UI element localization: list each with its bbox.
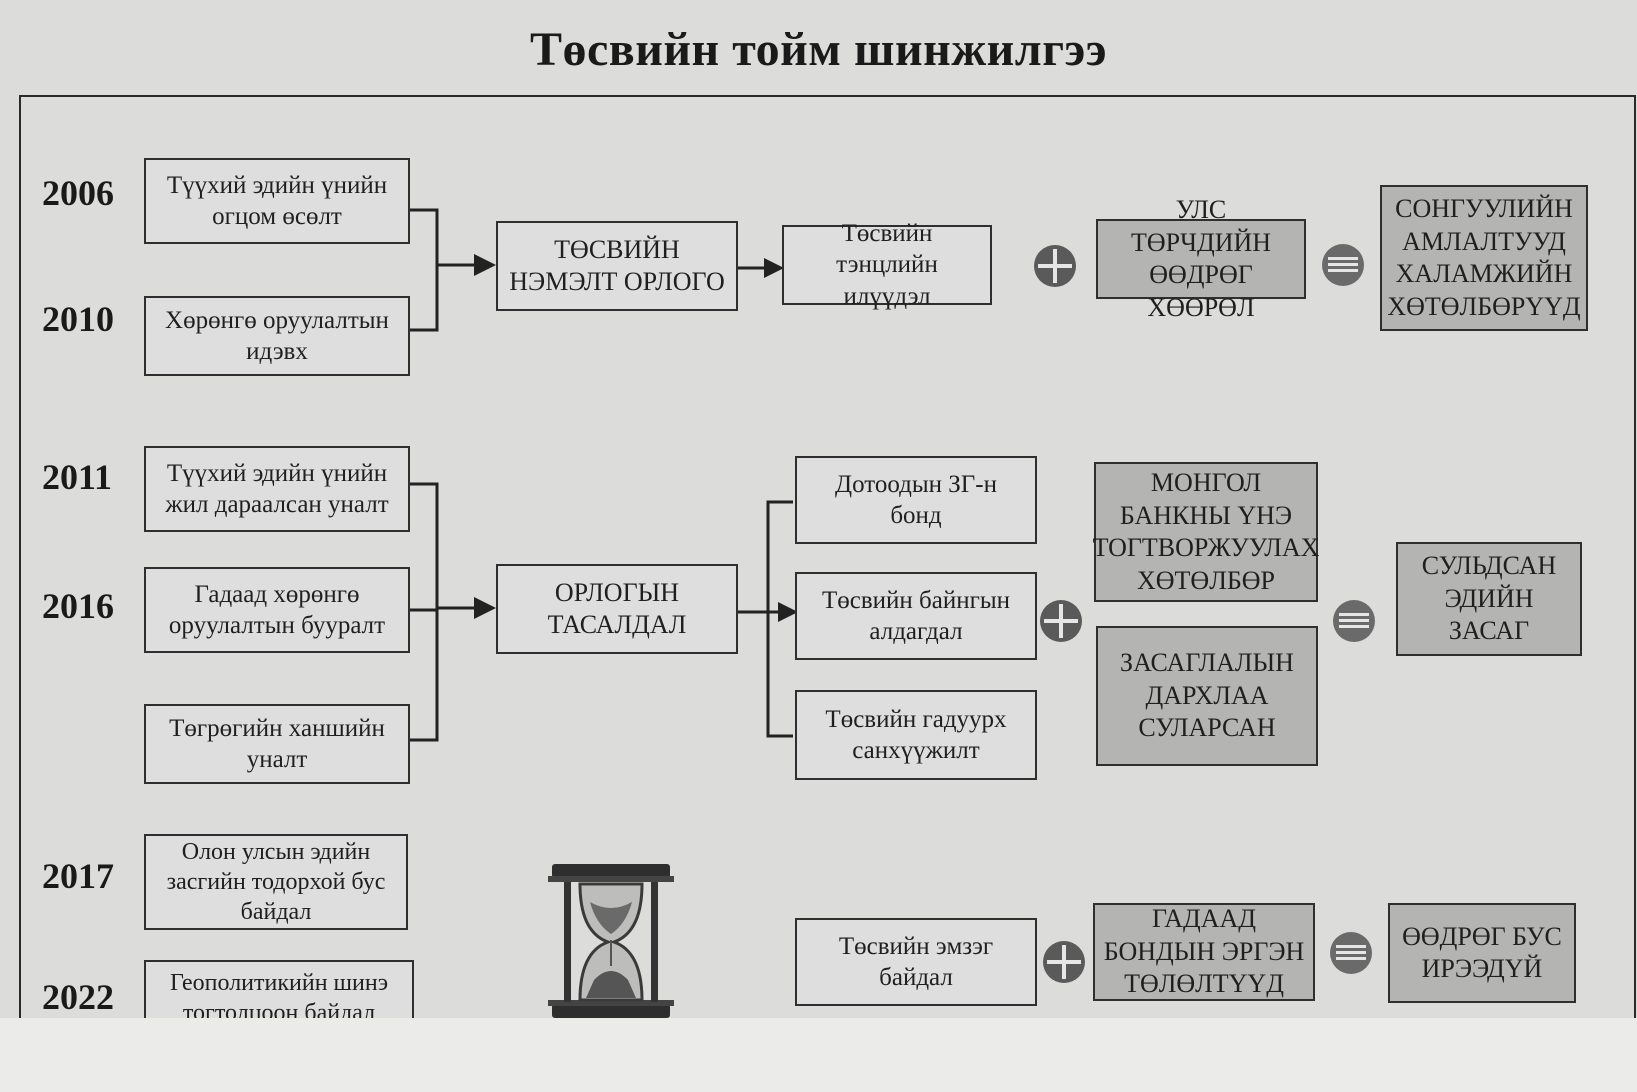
factor-box: Геополитикийн шинэ тогтолцоон байдал xyxy=(144,960,414,1018)
equals-icon xyxy=(1322,244,1364,286)
effect-box: Төсвийн байнгын алдагдал xyxy=(795,572,1037,660)
cause-box: УЛС ТӨРЧДИЙН ӨӨДРӨГ ХӨӨРӨЛ xyxy=(1096,195,1306,322)
equals-icon xyxy=(1333,600,1375,642)
effect-box: Төсвийн тэнцлийн илүүдэл xyxy=(782,220,992,310)
year-label: 2022 xyxy=(42,977,114,1017)
diagram-frame xyxy=(19,95,1636,1018)
effect-box: Төсвийн эмзэг байдал xyxy=(795,918,1037,1006)
page-margin xyxy=(0,1018,1637,1092)
result-box: СУЛЬДСАН ЭДИЙН ЗАСАГ xyxy=(1396,542,1582,656)
result-box: СОНГУУЛИЙН АМЛАЛТУУД ХАЛАМЖИЙН ХӨТӨЛБӨРҮ… xyxy=(1380,185,1588,331)
hourglass-icon xyxy=(548,864,674,1018)
year-label: 2016 xyxy=(42,586,114,626)
year-label: 2006 xyxy=(42,173,114,213)
factor-box: Түүхий эдийн үнийн жил дараалсан уналт xyxy=(144,446,410,532)
factor-box: Олон улсын эдийн засгийн тодорхой бус ба… xyxy=(144,834,408,930)
year-label: 2011 xyxy=(42,457,113,497)
year-label: 2010 xyxy=(42,299,114,339)
factor-box: Төгрөгийн ханшийн уналт xyxy=(144,704,410,784)
diagram-page: Төсвийн тойм шинжилгээ 2006 2010 2011 20… xyxy=(19,23,1636,1018)
cause-box: ЗАСАГЛАЛЫН ДАРХЛАА СУЛАРСАН xyxy=(1096,626,1318,766)
revenue-shortfall-box: ОРЛОГЫН ТАСАЛДАЛ xyxy=(496,564,738,654)
factor-box: Хөрөнгө оруулалтын идэвх xyxy=(144,296,410,376)
extra-revenue-box: ТӨСВИЙН НЭМЭЛТ ОРЛОГО xyxy=(496,221,738,311)
result-box: ӨӨДРӨГ БУС ИРЭЭДҮЙ xyxy=(1388,903,1576,1003)
plus-icon xyxy=(1043,941,1085,983)
cause-box: МОНГОЛ БАНКНЫ ҮНЭ ТОГТВОРЖУУЛАХ ХӨТӨЛБӨР xyxy=(1093,462,1319,602)
factor-box: Түүхий эдийн үнийн огцом өсөлт xyxy=(144,158,410,244)
year-label: 2017 xyxy=(42,856,114,896)
equals-icon xyxy=(1330,932,1372,974)
connector-lines xyxy=(410,208,798,742)
effect-box: Төсвийн гадуурх санхүүжилт xyxy=(795,690,1037,780)
page-title: Төсвийн тойм шинжилгээ xyxy=(529,23,1107,76)
plus-icon xyxy=(1040,600,1082,642)
cause-box: ГАДААД БОНДЫН ЭРГЭН ТӨЛӨЛТҮҮД xyxy=(1093,903,1315,1001)
effect-box: Дотоодын ЗГ-н бонд xyxy=(795,456,1037,544)
factor-box: Гадаад хөрөнгө оруулалтын бууралт xyxy=(144,567,410,653)
plus-icon xyxy=(1034,245,1076,287)
